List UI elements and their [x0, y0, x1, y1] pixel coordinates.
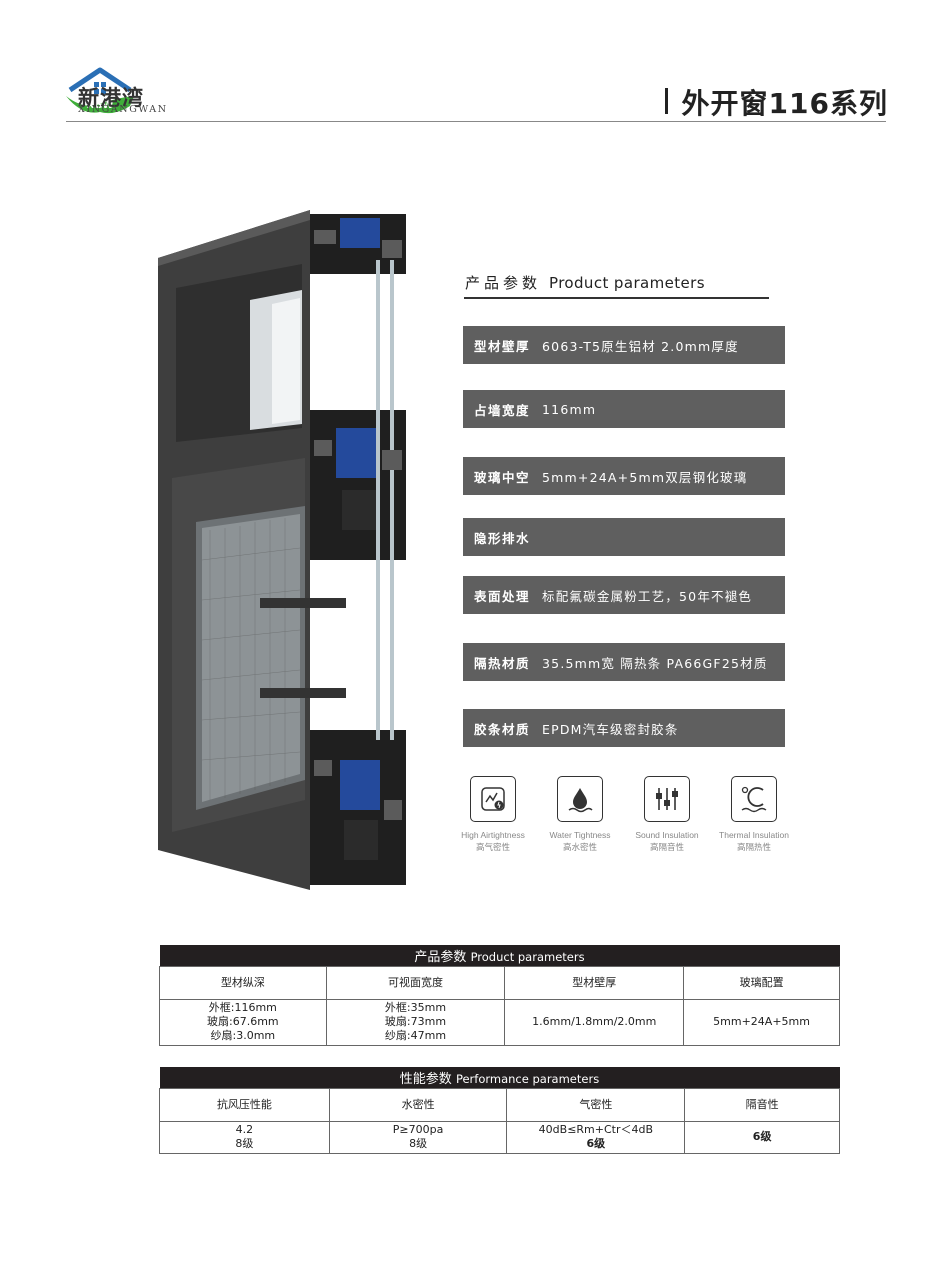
param-value: 6063-T5原生铝材 2.0mm厚度	[542, 338, 739, 354]
airtightness-icon	[470, 776, 516, 822]
cell-line: 纱扇:3.0mm	[210, 1029, 276, 1042]
feature-label-en: Thermal Insulation	[719, 830, 789, 840]
cell-line: 40dB≤Rm+Ctr＜4dB	[538, 1123, 654, 1136]
thermometer-icon	[731, 776, 777, 822]
brand-logo: XGW	[64, 66, 244, 122]
params-heading-en: Product parameters	[549, 274, 705, 292]
cell-line: 6级	[586, 1137, 606, 1150]
feature-airtightness: High Airtightness 高气密性	[445, 776, 541, 853]
feature-label-en: High Airtightness	[461, 830, 525, 840]
cell-line: 8级	[409, 1137, 428, 1150]
param-key: 玻璃中空	[474, 469, 531, 485]
column-header: 型材壁厚	[504, 965, 685, 1000]
feature-label-cn: 高隔热性	[736, 843, 771, 853]
performance-table-title-en: Performance parameters	[455, 1071, 600, 1086]
column-header: 可视面宽度	[325, 965, 506, 1000]
feature-sound-insulation: Sound Insulation 高隔音性	[619, 776, 715, 853]
cell-line: 1.6mm/1.8mm/2.0mm	[532, 1015, 657, 1028]
param-key: 表面处理	[474, 588, 531, 604]
performance-table-title: 性能参数 Performance parameters	[159, 1067, 840, 1088]
table-cell: 6级	[684, 1120, 840, 1154]
brand-name-cn: 新港湾	[78, 85, 144, 110]
column-header: 水密性	[328, 1087, 508, 1122]
params-underline	[464, 297, 769, 299]
param-row-wall-thickness: 型材壁厚 6063-T5原生铝材 2.0mm厚度	[463, 326, 785, 364]
window-product-image	[150, 200, 420, 900]
cell-line: 外框:35mm	[384, 1001, 447, 1014]
logo-house-icon: XGW	[66, 67, 134, 114]
param-row-seal: 胶条材质 EPDM汽车级密封胶条	[463, 709, 785, 747]
param-value: 5mm+24A+5mm双层钢化玻璃	[542, 469, 748, 485]
param-row-drainage: 隐形排水	[463, 518, 785, 556]
cell-line: 玻扇:67.6mm	[207, 1015, 279, 1028]
product-table-title: 产品参数 Product parameters	[159, 945, 840, 966]
param-row-wall-width: 占墙宽度 116mm	[463, 390, 785, 428]
water-drop-icon	[557, 776, 603, 822]
table-cell: 1.6mm/1.8mm/2.0mm	[504, 998, 685, 1046]
column-header: 玻璃配置	[683, 965, 840, 1000]
column-header: 气密性	[506, 1087, 686, 1122]
cell-line: 5mm+24A+5mm	[713, 1015, 810, 1028]
feature-label-cn: 高水密性	[562, 843, 597, 853]
feature-water-tightness: Water Tightness 高水密性	[532, 776, 628, 853]
param-key: 胶条材质	[474, 721, 531, 737]
feature-label-cn: 高气密性	[475, 843, 510, 853]
param-value: 标配氟碳金属粉工艺，50年不褪色	[542, 588, 753, 604]
page-title: 外开窗116系列	[681, 87, 888, 120]
param-key: 隔热材质	[474, 655, 531, 671]
cell-line: 6级	[752, 1130, 772, 1143]
param-key: 隐形排水	[474, 530, 531, 546]
param-row-surface: 表面处理标配氟碳金属粉工艺，50年不褪色	[463, 576, 785, 614]
column-header: 型材纵深	[159, 965, 327, 1000]
param-value: EPDM汽车级密封胶条	[542, 721, 679, 737]
cell-line: 玻扇:73mm	[384, 1015, 447, 1028]
product-params-table: 产品参数 Product parameters 型材纵深 可视面宽度 型材壁厚 …	[159, 945, 840, 1046]
column-header: 抗风压性能	[159, 1087, 330, 1122]
brand-name-en: XINGANGWAN	[78, 104, 168, 115]
product-table-title-en: Product parameters	[470, 949, 585, 964]
cell-line: 外框:116mm	[208, 1001, 277, 1014]
cell-line: 8级	[235, 1137, 254, 1150]
cell-line: 纱扇:47mm	[384, 1029, 447, 1042]
params-heading-cn: 产品参数	[465, 274, 542, 292]
param-row-insulation: 隔热材质 35.5mm宽 隔热条 PA66GF25材质	[463, 643, 785, 681]
feature-thermal-insulation: Thermal Insulation 高隔热性	[706, 776, 802, 853]
table-cell: 5mm+24A+5mm	[683, 998, 840, 1046]
feature-label-en: Sound Insulation	[635, 830, 699, 840]
param-key: 型材壁厚	[474, 338, 531, 354]
cell-line: P≥700pa	[392, 1123, 444, 1136]
logo-letters: XGW	[87, 100, 114, 111]
param-key: 占墙宽度	[474, 402, 531, 418]
sound-slider-icon	[644, 776, 690, 822]
performance-table-title-cn: 性能参数	[399, 1071, 452, 1087]
params-heading: 产品参数 Product parameters	[465, 272, 705, 293]
performance-params-table: 性能参数 Performance parameters 抗风压性能 水密性 气密…	[159, 1067, 840, 1154]
param-value: 35.5mm宽 隔热条 PA66GF25材质	[542, 655, 768, 671]
title-divider	[665, 88, 668, 114]
feature-label-en: Water Tightness	[549, 830, 611, 840]
param-row-glass: 玻璃中空 5mm+24A+5mm双层钢化玻璃	[463, 457, 785, 495]
feature-label-cn: 高隔音性	[649, 843, 684, 853]
param-value: 116mm	[542, 401, 597, 417]
cell-line: 4.2	[235, 1123, 254, 1136]
column-header: 隔音性	[684, 1087, 840, 1122]
header-rule	[66, 121, 886, 122]
product-table-title-cn: 产品参数	[414, 949, 467, 965]
